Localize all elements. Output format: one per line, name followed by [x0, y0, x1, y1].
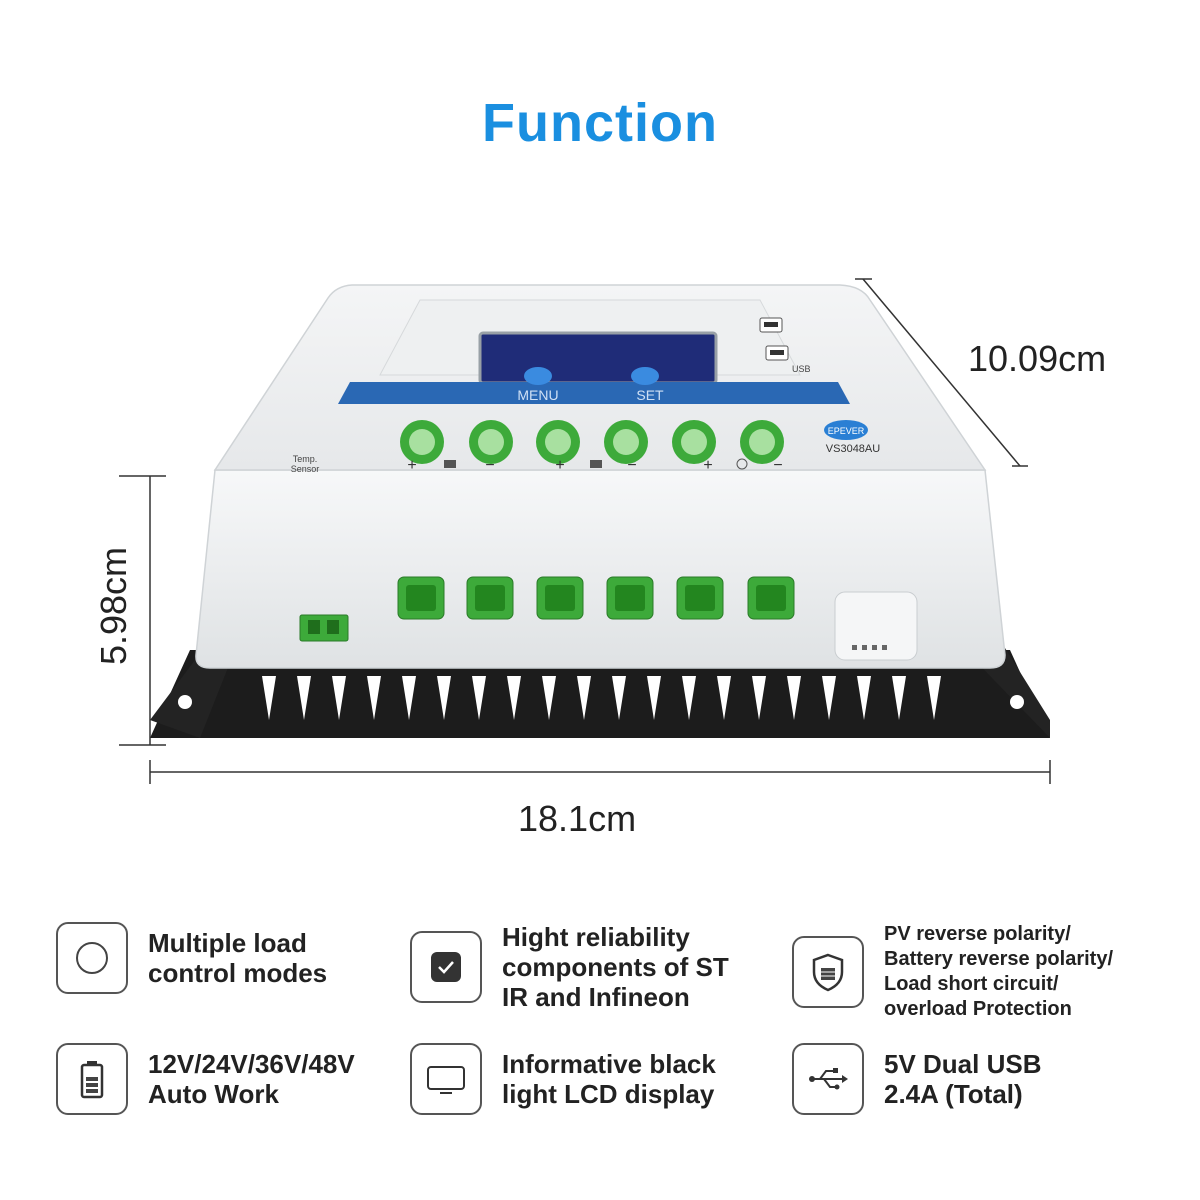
mount-hole-right [1010, 695, 1024, 709]
feature-text-line: overload Protection [884, 998, 1072, 1020]
feature-text-line: Load short circuit/ [884, 973, 1059, 995]
feature-text-line: 2.4A (Total) [884, 1079, 1023, 1109]
feature-reliability: Hight reliability components of ST IR an… [410, 922, 729, 1012]
lcd-screen [478, 331, 718, 385]
comm-port-cover [834, 591, 918, 661]
page-title: Function [482, 93, 718, 153]
feature-text-line: 5V Dual USB [884, 1049, 1042, 1079]
wire-terminals [397, 576, 795, 620]
usb-ports: USB [759, 317, 811, 374]
feature-text-line: 12V/24V/36V/48V [148, 1049, 355, 1079]
dimension-lines [119, 278, 1051, 784]
shield-icon [792, 936, 864, 1008]
checkmark-icon [410, 931, 482, 1003]
set-label: SET [636, 387, 664, 403]
load-minus-sign: − [773, 457, 782, 474]
usb-icon [792, 1043, 864, 1115]
heatsink-fins [262, 676, 941, 720]
menu-button[interactable] [524, 367, 552, 385]
pv-plus-sign: + [407, 457, 416, 474]
load-bulb-icon [736, 458, 748, 470]
usb-label: USB [792, 364, 811, 374]
model-label: VS3048AU [826, 443, 880, 455]
feature-text-line: control modes [148, 958, 328, 988]
feature-load-control: Multiple load control modes [56, 922, 327, 994]
feature-text-line: Hight reliability [502, 922, 690, 952]
feature-text-line: Multiple load [148, 928, 307, 958]
charge-controller-illustration: MENU SET USB EPEVER VS3048AU + − + − + −… [119, 278, 1051, 784]
feature-usb: 5V Dual USB 2.4A (Total) [792, 1043, 1042, 1115]
pv-minus-sign: − [485, 457, 494, 474]
set-button[interactable] [631, 367, 659, 385]
monitor-icon [410, 1043, 482, 1115]
brand-text: EPEVER [828, 426, 865, 436]
feature-text-line: Informative black [502, 1049, 716, 1079]
terminal-screws [400, 420, 784, 464]
feature-text-line: PV reverse polarity/ [884, 923, 1071, 945]
feature-text-line: IR and Infineon [502, 982, 690, 1012]
temp-sensor-connector[interactable] [299, 614, 349, 642]
feature-text-line: Auto Work [148, 1079, 279, 1109]
pv-panel-icon [444, 460, 456, 468]
feature-lcd: Informative black light LCD display [410, 1043, 716, 1115]
battery-plus-sign: + [555, 457, 564, 474]
feature-voltage: 12V/24V/36V/48V Auto Work [56, 1043, 355, 1115]
battery-icon [56, 1043, 128, 1115]
height-dimension-label: 5.98cm [93, 546, 134, 666]
housing-front [195, 469, 1006, 669]
depth-dimension-label: 10.09cm [968, 338, 1107, 379]
menu-label: MENU [517, 387, 558, 403]
mount-hole-left [178, 695, 192, 709]
circle-icon [56, 922, 128, 994]
battery-symbol-icon [590, 460, 602, 468]
temp-sensor-label-2: Sensor [291, 464, 320, 474]
feature-text-line: components of ST [502, 952, 729, 982]
feature-text-line: light LCD display [502, 1079, 715, 1109]
width-dimension-label: 18.1cm [518, 798, 637, 839]
temp-sensor-label-1: Temp. [293, 454, 318, 464]
feature-text-line: Battery reverse polarity/ [884, 948, 1114, 970]
battery-minus-sign: − [627, 457, 636, 474]
feature-protection: PV reverse polarity/ Battery reverse pol… [792, 922, 1113, 1022]
brand-logo [824, 420, 868, 440]
load-plus-sign: + [703, 457, 712, 474]
button-strip [338, 382, 850, 404]
